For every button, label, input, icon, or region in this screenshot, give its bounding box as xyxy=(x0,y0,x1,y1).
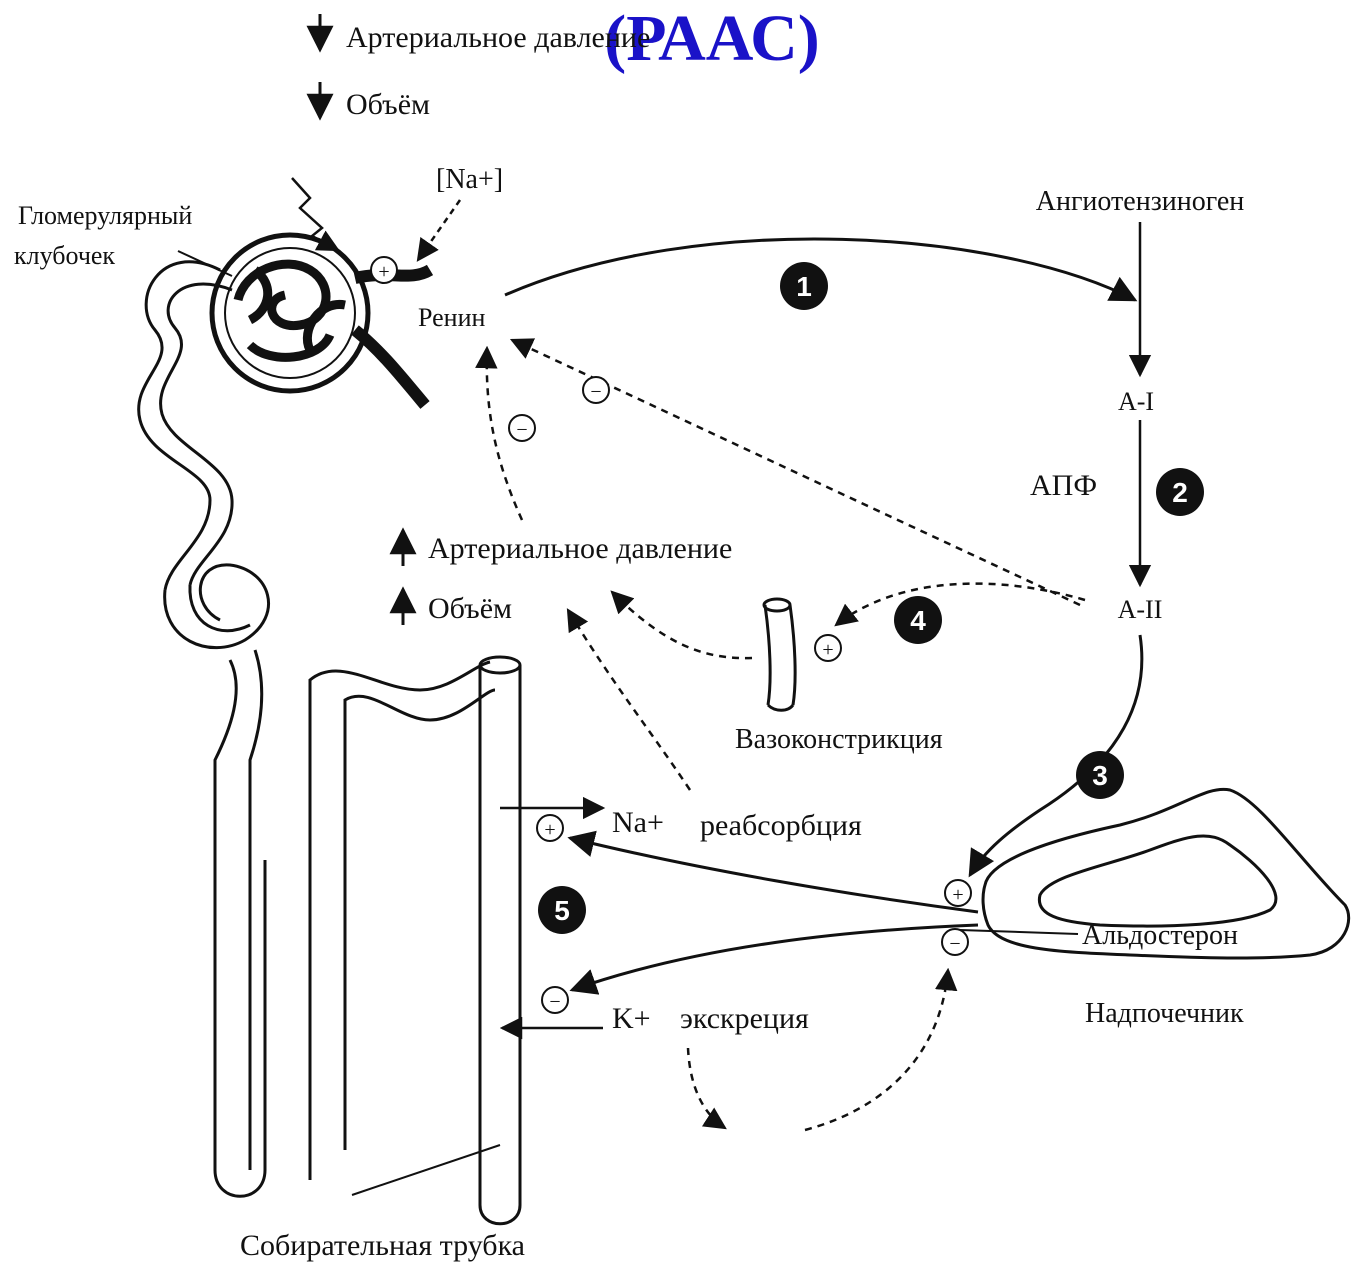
vasoconstriction-label: Вазоконстрикция xyxy=(735,724,943,755)
step-badge-3: 3 xyxy=(1076,751,1124,799)
svg-text:−: − xyxy=(516,419,527,441)
na-reabsorption-ion: Na+ xyxy=(612,806,664,839)
step-badge-1: 1 xyxy=(780,262,828,310)
aldosterone-to-na-arrow xyxy=(570,838,978,912)
svg-text:3: 3 xyxy=(1092,760,1108,791)
svg-text:4: 4 xyxy=(910,605,926,636)
glomerulus-label-line1: Гломерулярный xyxy=(18,201,192,230)
step-badge-5: 5 xyxy=(538,886,586,934)
a2-label: А-II xyxy=(1118,595,1163,624)
a1-label: А-I xyxy=(1118,387,1154,416)
plus-sign-icon: + xyxy=(371,257,397,283)
step-badge-4: 4 xyxy=(894,596,942,644)
k-to-adrenal-dashed-arrow xyxy=(688,1048,725,1128)
na-ion-label: [Na+] xyxy=(436,164,503,195)
apf-label: АПФ xyxy=(1030,469,1097,502)
aldosterone-label: Альдостерон xyxy=(1082,920,1238,951)
volume-up-label: Объём xyxy=(428,592,512,625)
svg-text:2: 2 xyxy=(1172,477,1188,508)
glomerulus-capsule xyxy=(212,235,368,391)
reabsorption-to-volume-dashed-arrow xyxy=(568,610,690,790)
k-excretion-ion: K+ xyxy=(612,1002,651,1035)
svg-text:−: − xyxy=(549,991,560,1013)
svg-text:+: + xyxy=(822,639,833,661)
blood-vessel-icon xyxy=(764,599,795,710)
svg-text:1: 1 xyxy=(796,271,812,302)
glomerulus-label-line2: клубочек xyxy=(14,241,115,270)
svg-text:−: − xyxy=(590,381,601,403)
plus-sign-icon: + xyxy=(945,880,971,906)
svg-text:+: + xyxy=(952,884,963,906)
step-badge-2: 2 xyxy=(1156,468,1204,516)
minus-sign-icon: − xyxy=(583,377,609,403)
plus-sign-icon: + xyxy=(537,815,563,841)
adrenal-label: Надпочечник xyxy=(1085,998,1244,1029)
svg-text:5: 5 xyxy=(554,895,570,926)
na-reabsorption-label: реабсорбция xyxy=(700,809,862,842)
minus-sign-icon: − xyxy=(542,987,568,1013)
capillary-tuft xyxy=(238,264,345,357)
a2-to-vessel-dashed-arrow xyxy=(836,584,1085,625)
svg-text:−: − xyxy=(949,933,960,955)
renin-label: Ренин xyxy=(418,303,485,332)
pressure-up-label: Артериальное давление xyxy=(428,532,732,565)
svg-text:+: + xyxy=(544,819,555,841)
aldosterone-to-k-arrow xyxy=(572,925,978,990)
na-input-arrow-icon xyxy=(418,200,460,260)
svg-text:+: + xyxy=(378,261,389,283)
k-feedback-dashed-arrow xyxy=(805,970,948,1130)
a2-to-adrenal-arrow xyxy=(970,635,1142,875)
volume-down-label: Объём xyxy=(346,88,430,121)
minus-sign-icon: − xyxy=(942,929,968,955)
nephron-illustration xyxy=(139,235,520,1224)
collecting-tube-label: Собирательная трубка xyxy=(240,1229,525,1262)
angiotensinogen-label: Ангиотензиноген xyxy=(1036,186,1245,217)
vessel-to-volume-dashed-arrow xyxy=(612,592,752,658)
pressure-down-label: Артериальное давление xyxy=(346,21,650,54)
plus-sign-icon: + xyxy=(815,635,841,661)
minus-sign-icon: − xyxy=(509,415,535,441)
k-excretion-label: экскреция xyxy=(680,1002,809,1035)
